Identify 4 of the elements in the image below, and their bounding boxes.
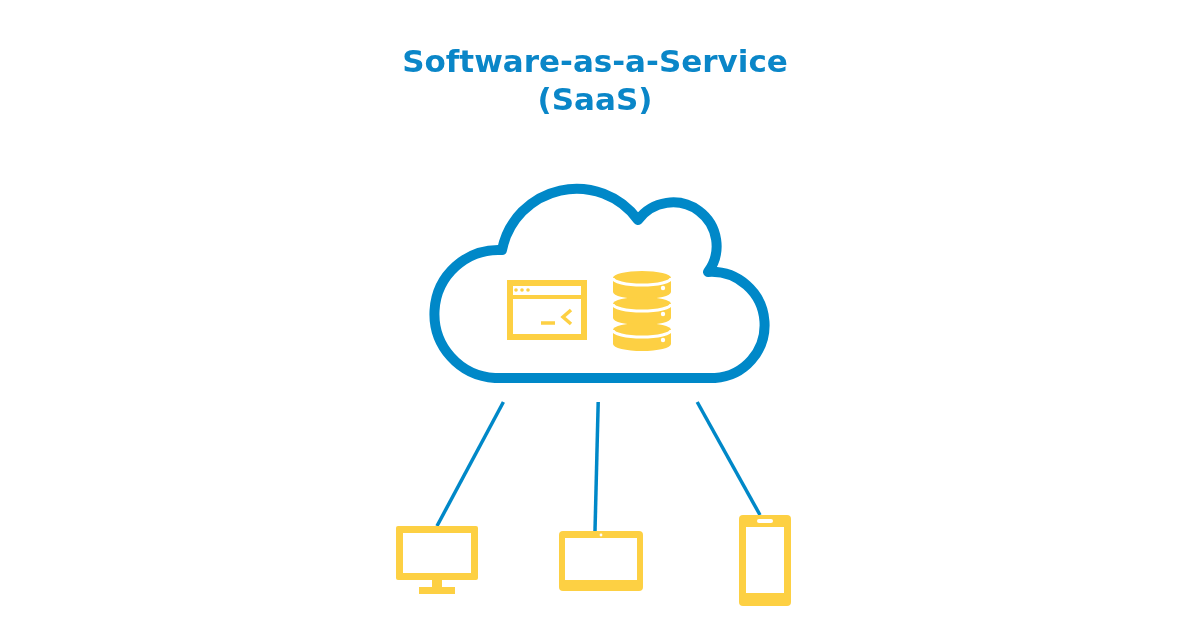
connector-line	[435, 401, 505, 527]
title: Software-as-a-Service (SaaS)	[401, 42, 789, 118]
connector-line	[593, 401, 600, 532]
connector-line	[695, 401, 762, 516]
